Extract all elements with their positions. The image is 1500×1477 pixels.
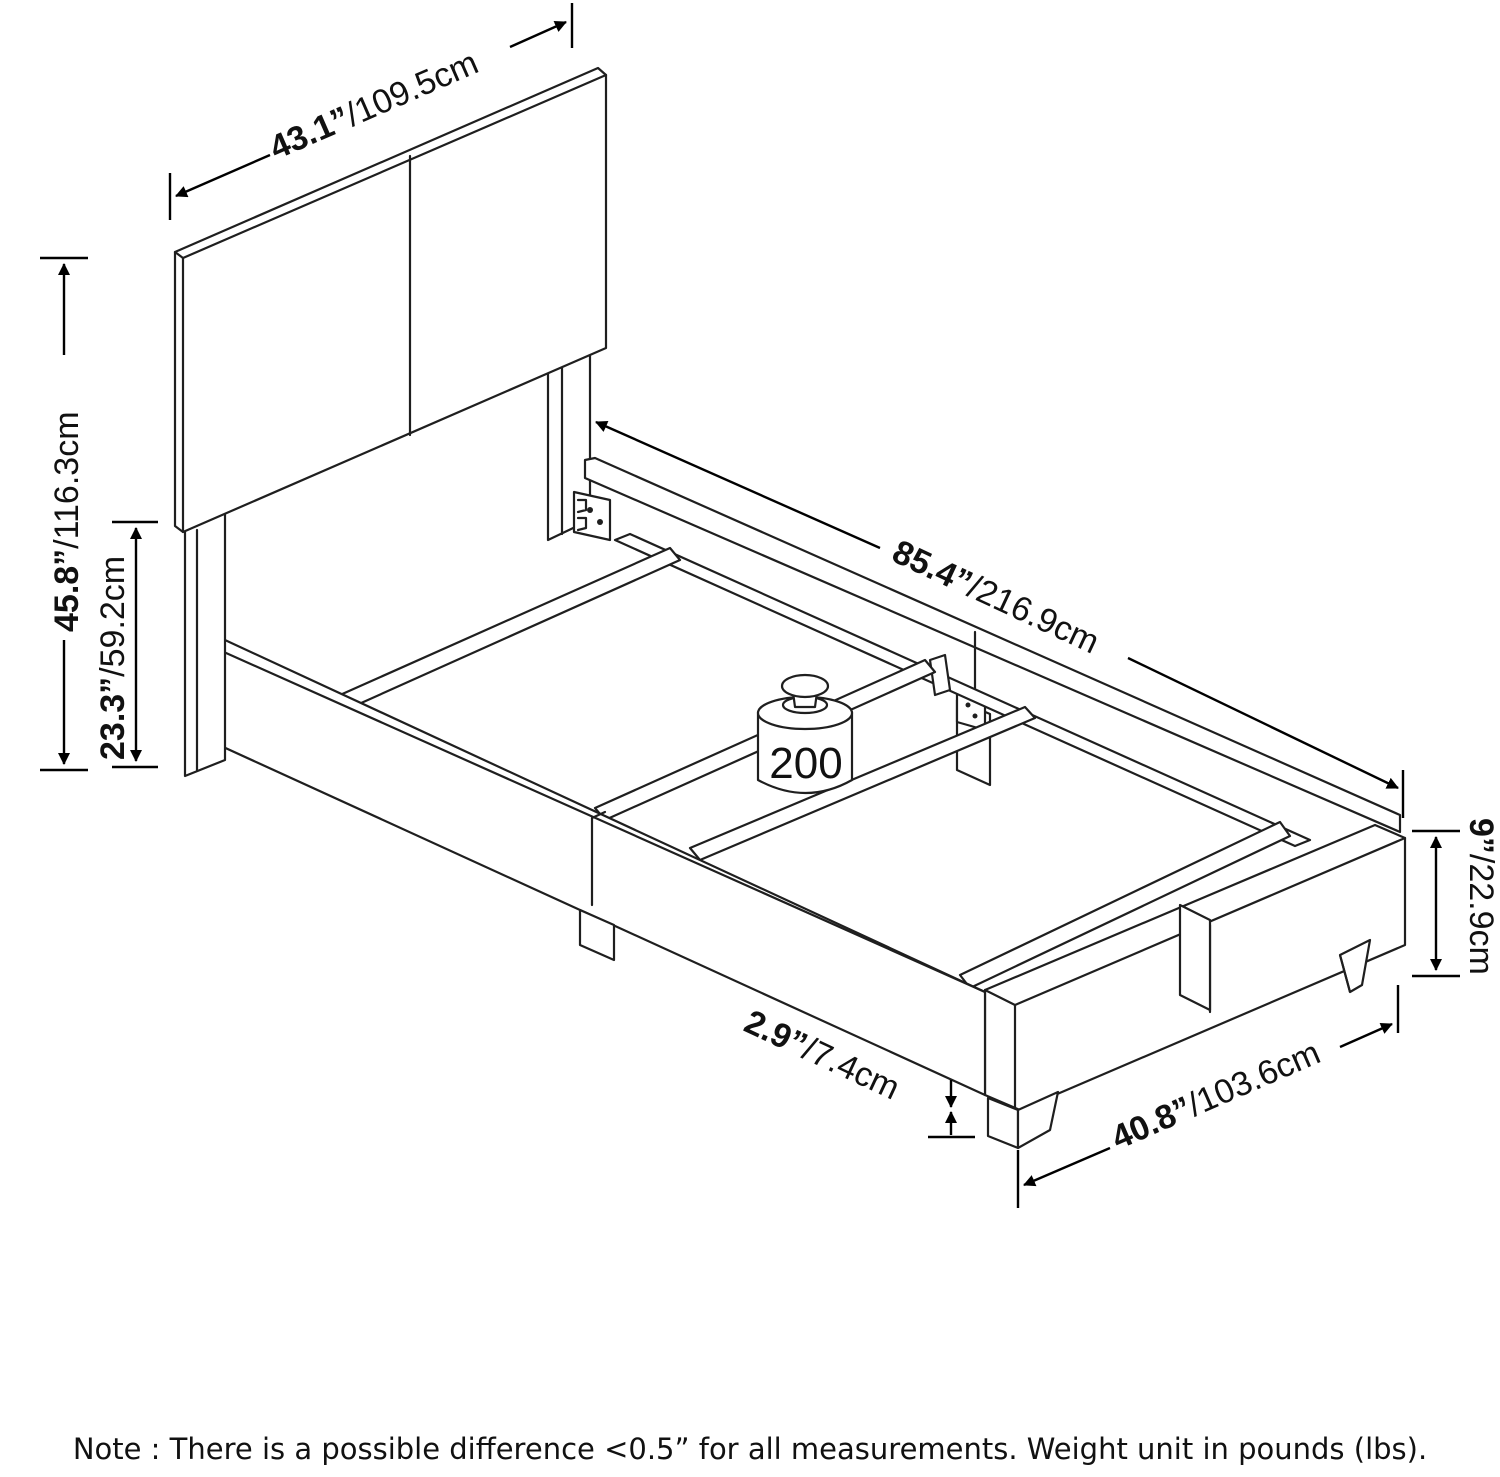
side-rail-height-label: 9”/22.9cm: [1462, 818, 1500, 975]
headboard: [173, 66, 608, 778]
headboard-bracket: [572, 490, 612, 542]
total-height-label: 45.8”/116.3cm: [48, 411, 86, 632]
weight-icon: 200: [756, 673, 854, 794]
legs: [578, 908, 1372, 1150]
dimension-lines: [40, 3, 1460, 1208]
center-support-rail: [613, 532, 1312, 848]
far-side-rail: [583, 456, 1402, 834]
slats: [338, 546, 1292, 990]
headboard-panel-bottom-height-label: 23.3”/59.2cm: [94, 556, 132, 760]
bed-illustration: 200: [173, 66, 1407, 1150]
measurement-note: Note : There is a possible difference <0…: [72, 1432, 1428, 1466]
weight-capacity-label: 200: [769, 739, 842, 788]
